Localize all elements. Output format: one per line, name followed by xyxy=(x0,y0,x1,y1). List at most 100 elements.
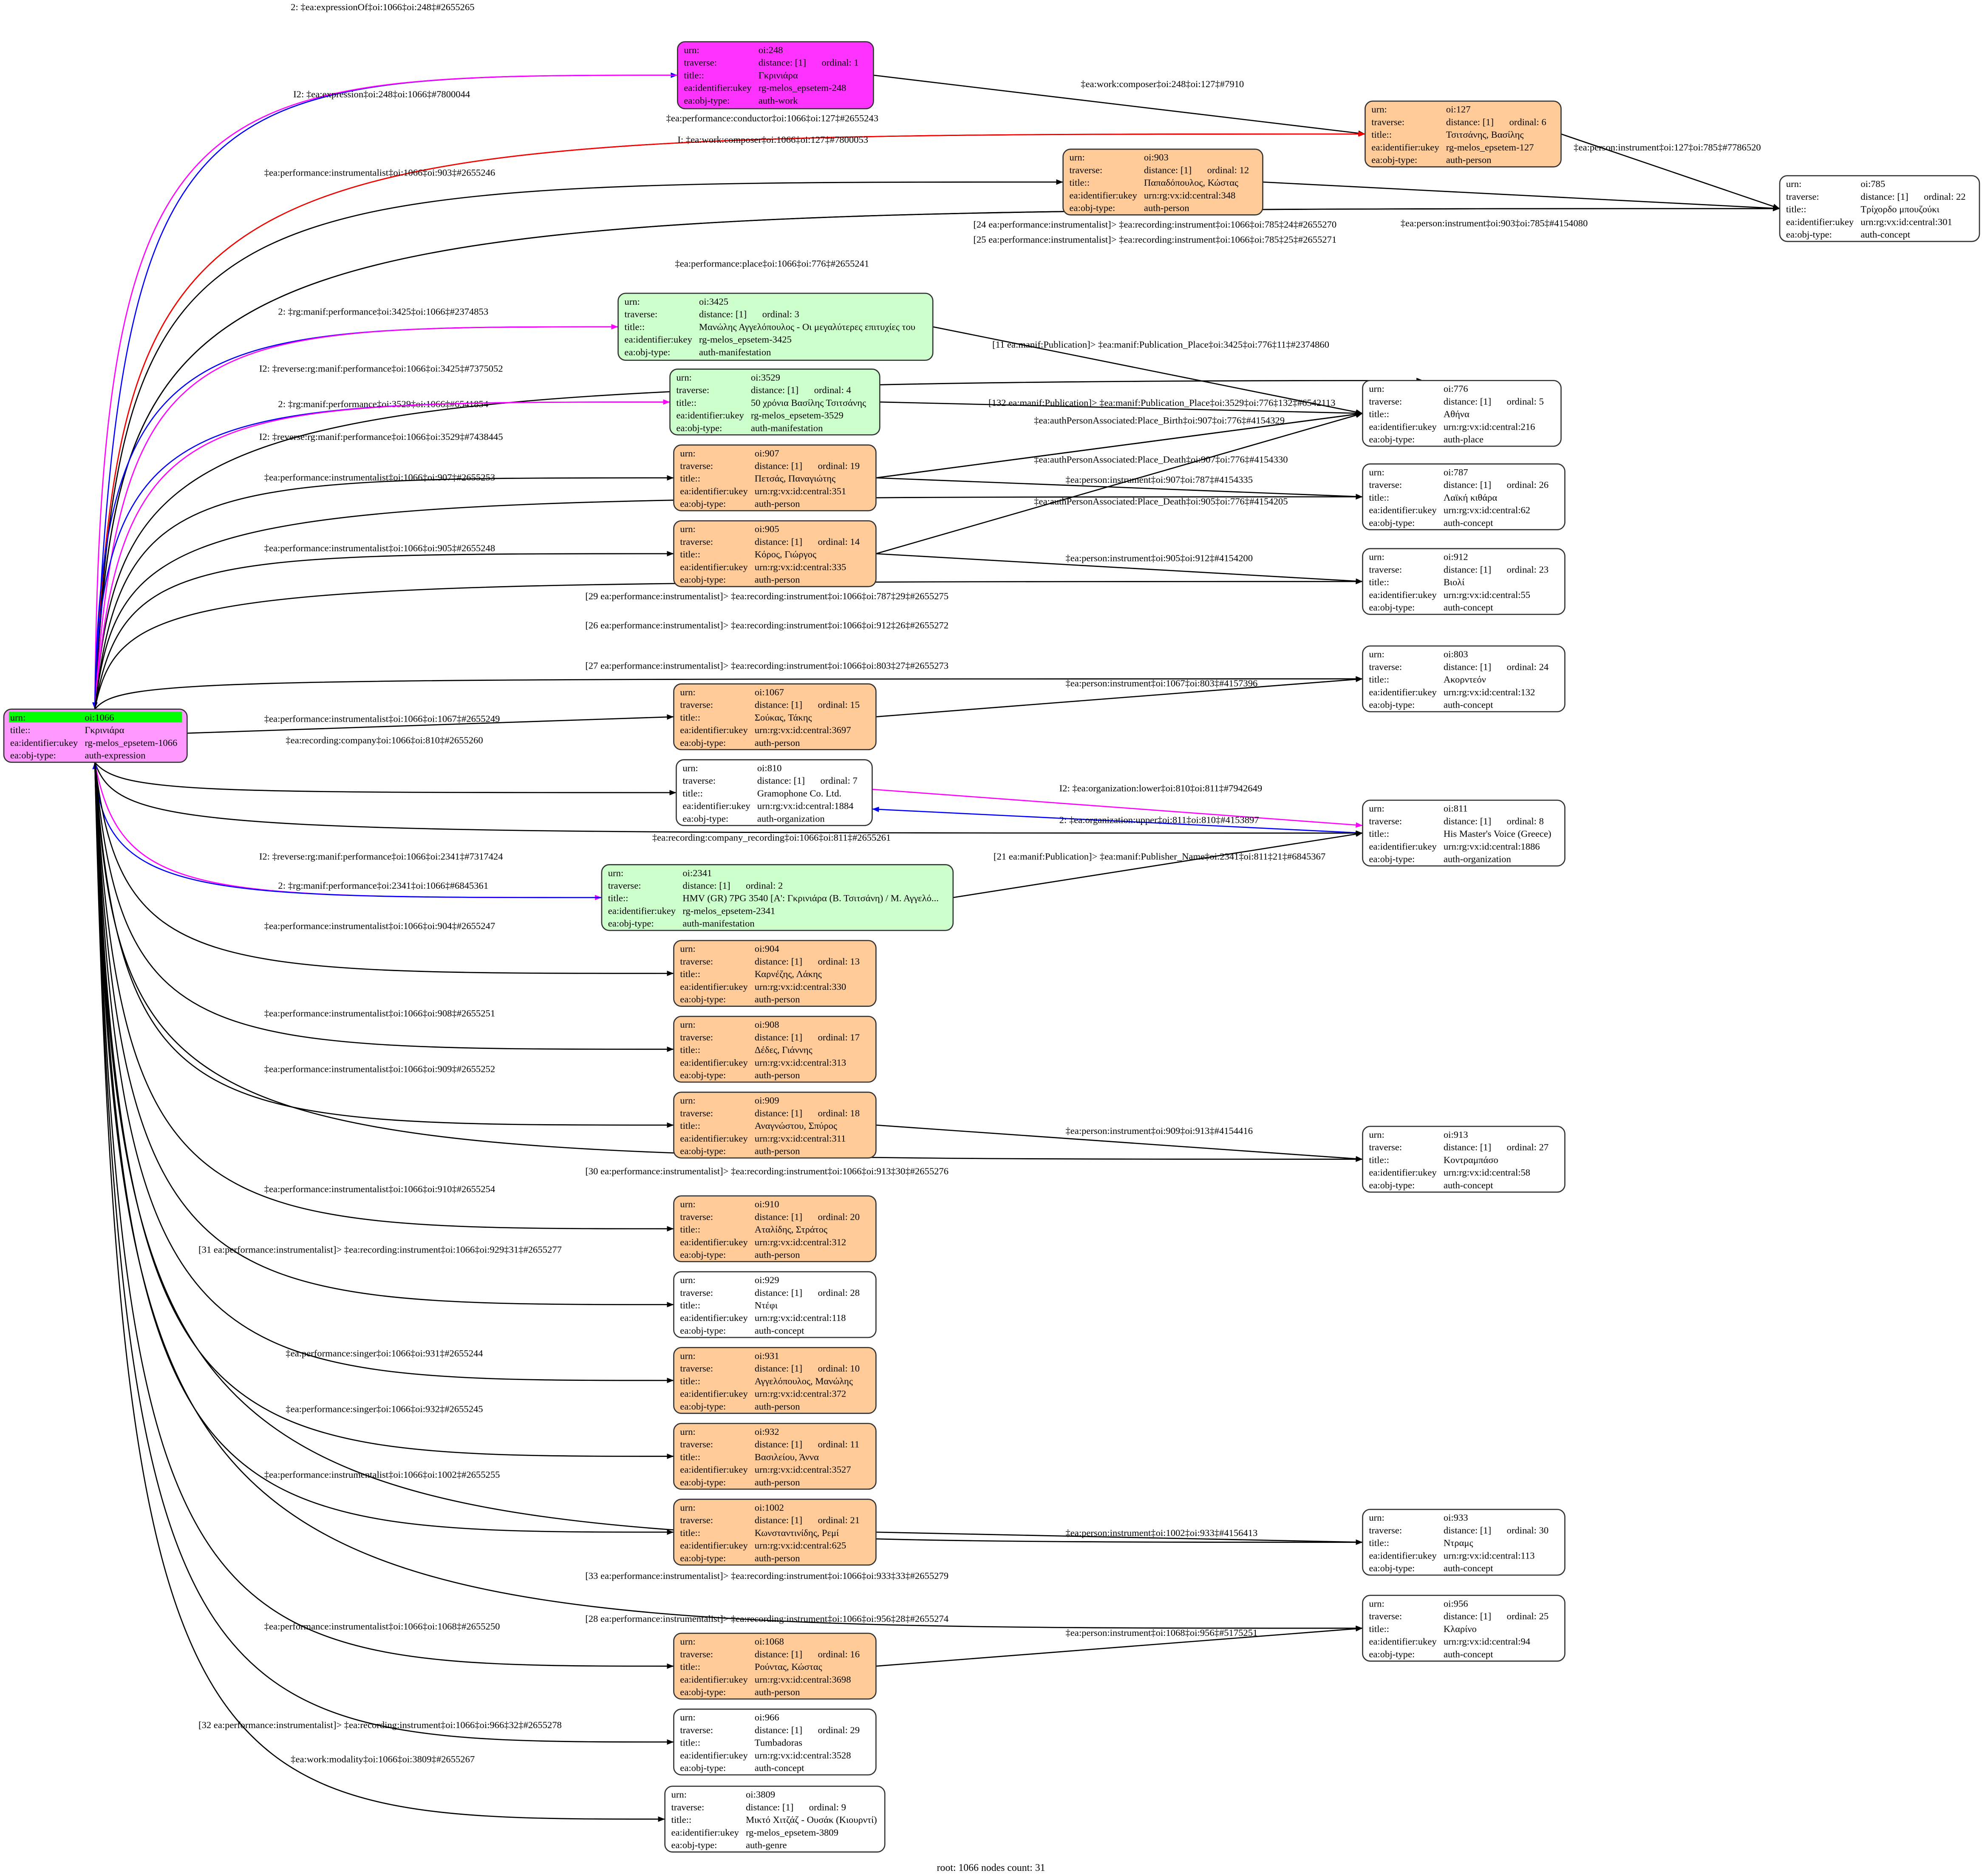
node-type-value: auth-person xyxy=(755,1687,800,1697)
edge xyxy=(94,762,674,1745)
node-ordinal: ordinal: 11 xyxy=(818,1439,860,1450)
edge-label: [30 ea:performance:instrumentalist]> ‡ea… xyxy=(585,1166,949,1176)
node-box xyxy=(1362,799,1566,867)
node-ukey-label: ea:identifier:ukey xyxy=(684,82,752,93)
node-type-label: ea:obj-type: xyxy=(1369,1649,1415,1659)
edge xyxy=(876,411,1363,479)
node-traverse-label: traverse: xyxy=(1786,191,1819,202)
edge-label: [29 ea:performance:instrumentalist]> ‡ea… xyxy=(585,591,949,601)
edge-label: [33 ea:performance:instrumentalist]> ‡ea… xyxy=(585,1570,949,1581)
node-type-label: ea:obj-type: xyxy=(682,813,728,824)
node-distance: distance: [1] xyxy=(755,1032,802,1043)
node-type-label: ea:obj-type: xyxy=(608,918,654,929)
node-oi-1066[interactable]: urn:oi:1066title::Γκρινιάραea:identifier… xyxy=(3,708,188,763)
node-box xyxy=(1362,1125,1566,1193)
node-urn-label: urn: xyxy=(680,687,695,697)
edge-label: 2: ‡ea:expressionOf‡oi:1066‡oi:248‡#2655… xyxy=(291,2,474,12)
node-urn-value: oi:1066 xyxy=(85,712,114,723)
node-type-label: ea:obj-type: xyxy=(680,1070,726,1080)
node-type-label: ea:obj-type: xyxy=(1371,155,1417,165)
edge xyxy=(94,377,1424,709)
node-box xyxy=(601,864,954,931)
node-title-label: title:: xyxy=(680,1451,700,1462)
node-traverse-label: traverse: xyxy=(1069,164,1102,175)
edge xyxy=(876,1124,1363,1162)
node-title-value: Καρνέζης, Λάκης xyxy=(755,969,822,980)
node-box xyxy=(673,1091,877,1159)
node-type-value: auth-person xyxy=(755,1401,800,1411)
node-ukey-value: urn:rg:vx:id:central:113 xyxy=(1444,1550,1535,1561)
node-ukey-value: urn:rg:vx:id:central:3528 xyxy=(755,1750,851,1760)
edge-label: 2: ‡rg:manif:performance‡oi:3425‡oi:1066… xyxy=(278,306,488,317)
node-title-value: Λαϊκή κιθάρα xyxy=(1444,492,1498,503)
node-type-value: auth-concept xyxy=(1444,1180,1493,1190)
node-urn-value: oi:1067 xyxy=(755,687,784,697)
node-box xyxy=(1362,645,1566,712)
node-ordinal: ordinal: 26 xyxy=(1507,479,1549,490)
edge-label: [21 ea:manif:Publication]> ‡ea:manif:Pub… xyxy=(994,851,1325,862)
node-title-value: Αταλίδης, Στράτος xyxy=(755,1224,827,1235)
node-type-value: auth-person xyxy=(755,574,800,585)
node-type-label: ea:obj-type: xyxy=(680,1325,726,1336)
node-urn-label: urn: xyxy=(1369,552,1384,562)
edge xyxy=(872,806,1363,834)
edge xyxy=(94,676,1363,710)
node-title-label: title:: xyxy=(1369,674,1389,685)
node-title-value: Μικτό Χιτζάζ - Ουσάκ (Κιουρντί) xyxy=(746,1814,877,1825)
node-type-value: auth-manifestation xyxy=(682,918,754,929)
node-urn-value: oi:909 xyxy=(755,1095,779,1106)
node-urn-value: oi:2341 xyxy=(682,867,712,878)
node-urn-value: oi:931 xyxy=(755,1350,779,1361)
node-urn-label: urn: xyxy=(680,1502,695,1513)
node-ukey-label: ea:identifier:ukey xyxy=(1369,1636,1437,1647)
edge xyxy=(94,762,1363,836)
node-title-label: title:: xyxy=(1369,1154,1389,1165)
node-distance: distance: [1] xyxy=(1444,816,1491,826)
node-title-value: HMV (GR) 7PG 3540 [A': Γκρινιάρα (Β. Τσι… xyxy=(682,893,939,904)
node-distance: distance: [1] xyxy=(755,1515,802,1525)
edge-label: ‡ea:work:composer‡oi:248‡oi:127‡#7910 xyxy=(1081,79,1244,89)
node-urn-label: urn: xyxy=(680,1636,695,1647)
node-type-value: auth-person xyxy=(755,1070,800,1080)
node-traverse-label: traverse: xyxy=(680,461,713,471)
node-title-label: title:: xyxy=(680,969,700,979)
edge-label: [31 ea:performance:instrumentalist]> ‡ea… xyxy=(198,1244,562,1255)
node-box xyxy=(673,444,877,511)
node-urn-label: urn: xyxy=(1371,104,1387,115)
node-title-label: title:: xyxy=(680,1527,700,1538)
node-title-label: title:: xyxy=(680,1224,700,1235)
node-distance: distance: [1] xyxy=(755,1108,802,1118)
edge xyxy=(94,762,674,1669)
edge-label: ‡ea:performance:instrumentalist‡oi:1066‡… xyxy=(264,167,495,178)
